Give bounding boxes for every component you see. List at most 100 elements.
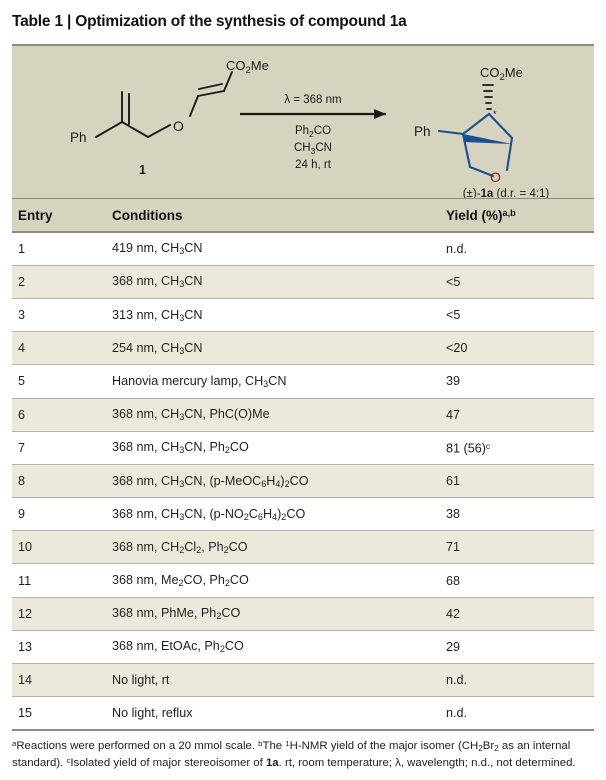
table-row: 12 368 nm, PhMe, Ph2CO 42 xyxy=(12,597,594,630)
footnote-c: cIsolated yield of major stereoisomer of… xyxy=(66,755,576,770)
cell-yield: 47 xyxy=(446,407,461,422)
cell-entry: 9 xyxy=(18,507,26,522)
cell-conditions: 254 nm, CH3CN xyxy=(112,340,203,356)
cell-entry: 13 xyxy=(18,639,33,654)
cell-entry: 15 xyxy=(18,706,33,721)
reactant-ph-label: Ph xyxy=(70,130,87,145)
column-header-entry: Entry xyxy=(18,207,53,223)
table-row: 10 368 nm, CH2Cl2, Ph2CO 71 xyxy=(12,531,594,564)
table-row: 15 No light, reflux n.d. xyxy=(12,697,594,730)
product-ph-label: Ph xyxy=(414,124,431,139)
cell-conditions: 313 nm, CH3CN xyxy=(112,307,203,323)
reaction-scheme-svg: Ph O CO2Me 1 λ = 368 nm Ph2CO CH3CN 24 h… xyxy=(70,58,550,198)
cell-yield: n.d. xyxy=(446,706,468,721)
footnote-b: bThe 1H-NMR yield of the major isomer (C… xyxy=(12,738,571,770)
arrow-time-label: 24 h, rt xyxy=(295,159,332,171)
row-separator xyxy=(12,530,594,532)
cell-conditions: 368 nm, CH3CN, (p-NO2C6H4)2CO xyxy=(112,506,306,522)
arrow-wavelength-label: λ = 368 nm xyxy=(284,94,341,106)
table-row: 3 313 nm, CH3CN <5 xyxy=(12,298,594,332)
cell-yield: <5 xyxy=(446,274,461,289)
row-separator xyxy=(12,497,594,499)
column-header-conditions: Conditions xyxy=(112,207,183,223)
cell-conditions: Hanovia mercury lamp, CH3CN xyxy=(112,373,287,389)
table-footnotes: aReactions were performed on a 20 mmol s… xyxy=(12,731,594,772)
row-separator xyxy=(12,297,594,299)
table-row: 5 Hanovia mercury lamp, CH3CN 39 xyxy=(12,365,594,398)
cell-conditions: 368 nm, CH3CN, Ph2CO xyxy=(112,440,249,456)
cell-yield: 29 xyxy=(446,639,461,654)
header-top-rule xyxy=(12,197,594,200)
row-separator xyxy=(12,663,594,665)
cell-conditions: 368 nm, EtOAc, Ph2CO xyxy=(112,639,244,655)
cell-entry: 10 xyxy=(18,540,33,555)
table-row: 1 419 nm, CH3CN n.d. xyxy=(12,232,594,265)
cell-conditions: 368 nm, Me2CO, Ph2CO xyxy=(112,573,249,589)
table-row: 13 368 nm, EtOAc, Ph2CO 29 xyxy=(12,630,594,664)
cell-yield: 68 xyxy=(446,573,461,588)
row-separator xyxy=(12,463,594,465)
table-body: 1 419 nm, CH3CN n.d. 2 368 nm, CH3CN <5 3 313 n… xyxy=(12,232,594,730)
reactant-ester-label: CO2Me xyxy=(226,58,269,76)
row-separator xyxy=(12,596,594,598)
table-header-row: Entry Conditions Yield (%)a,b xyxy=(12,199,594,232)
product-hashed-bond xyxy=(482,83,494,110)
cell-entry: 4 xyxy=(18,341,26,356)
table-row: 11 368 nm, Me2CO, Ph2CO 68 xyxy=(12,564,594,597)
arrow-solvent-label: CH3CN xyxy=(294,142,332,156)
cell-conditions: 368 nm, PhMe, Ph2CO xyxy=(112,606,241,622)
cell-yield: <5 xyxy=(446,308,461,323)
cell-yield: 61 xyxy=(446,474,461,488)
cell-yield: n.d. xyxy=(446,241,468,256)
top-rule xyxy=(12,43,594,46)
product-ester-label: CO2Me xyxy=(480,65,523,83)
row-separator xyxy=(12,430,594,432)
cell-entry: 14 xyxy=(18,673,33,688)
cell-yield: 42 xyxy=(446,606,461,621)
cell-conditions: 419 nm, CH3CN xyxy=(112,241,203,257)
row-separator xyxy=(12,629,594,631)
reactant-oxygen-label: O xyxy=(173,118,184,134)
column-header-yield: Yield (%)a,b xyxy=(446,207,516,223)
cell-entry: 6 xyxy=(18,407,26,422)
table-row: 2 368 nm, CH3CN <5 xyxy=(12,265,594,298)
table-row: 4 254 nm, CH3CN <20 xyxy=(12,332,594,365)
cell-conditions: No light, rt xyxy=(112,673,170,688)
reactant-number-label: 1 xyxy=(139,163,146,177)
cell-entry: 5 xyxy=(18,374,26,389)
arrow-head xyxy=(374,108,386,119)
product-oxygen-label: O xyxy=(490,169,501,185)
row-separator xyxy=(12,397,594,399)
header-bottom-rule xyxy=(12,231,594,233)
arrow-photosensitizer-label: Ph2CO xyxy=(295,125,331,139)
cell-conditions: 368 nm, CH3CN, (p-MeOC6H4)2CO xyxy=(112,473,309,489)
table-row: 6 368 nm, CH3CN, PhC(O)Me 47 xyxy=(12,398,594,431)
cell-conditions: 368 nm, CH3CN xyxy=(112,274,203,290)
footnote-a: aReactions were performed on a 20 mmol s… xyxy=(12,738,259,753)
cell-entry: 12 xyxy=(18,606,33,621)
product-caption: (±)-1a (d.r. = 4:1) xyxy=(463,188,550,198)
stereocenter-asterisk: * xyxy=(493,109,497,119)
cell-yield: 81 (56)c xyxy=(446,440,491,456)
cell-yield: 71 xyxy=(446,540,461,555)
product-wedge-bond xyxy=(463,133,512,144)
table-title: Table 1 | Optimization of the synthesis … xyxy=(12,13,407,30)
row-separator xyxy=(12,331,594,333)
cell-yield: 39 xyxy=(446,374,461,389)
table-row: 7 368 nm, CH3CN, Ph2CO 81 (56)c xyxy=(12,431,594,464)
cell-entry: 2 xyxy=(18,274,26,289)
cell-conditions: 368 nm, CH3CN, PhC(O)Me xyxy=(112,407,270,423)
cell-entry: 1 xyxy=(18,241,26,256)
cell-entry: 3 xyxy=(18,308,26,323)
cell-entry: 8 xyxy=(18,474,26,488)
cell-yield: <20 xyxy=(446,341,468,356)
reaction-scheme: Ph O CO2Me 1 λ = 368 nm Ph2CO CH3CN 24 h… xyxy=(12,45,594,198)
row-separator xyxy=(12,364,594,366)
cell-entry: 11 xyxy=(18,573,32,588)
cell-entry: 7 xyxy=(18,440,26,455)
cell-conditions: No light, reflux xyxy=(112,706,193,721)
cell-conditions: 368 nm, CH2Cl2, Ph2CO xyxy=(112,539,248,555)
